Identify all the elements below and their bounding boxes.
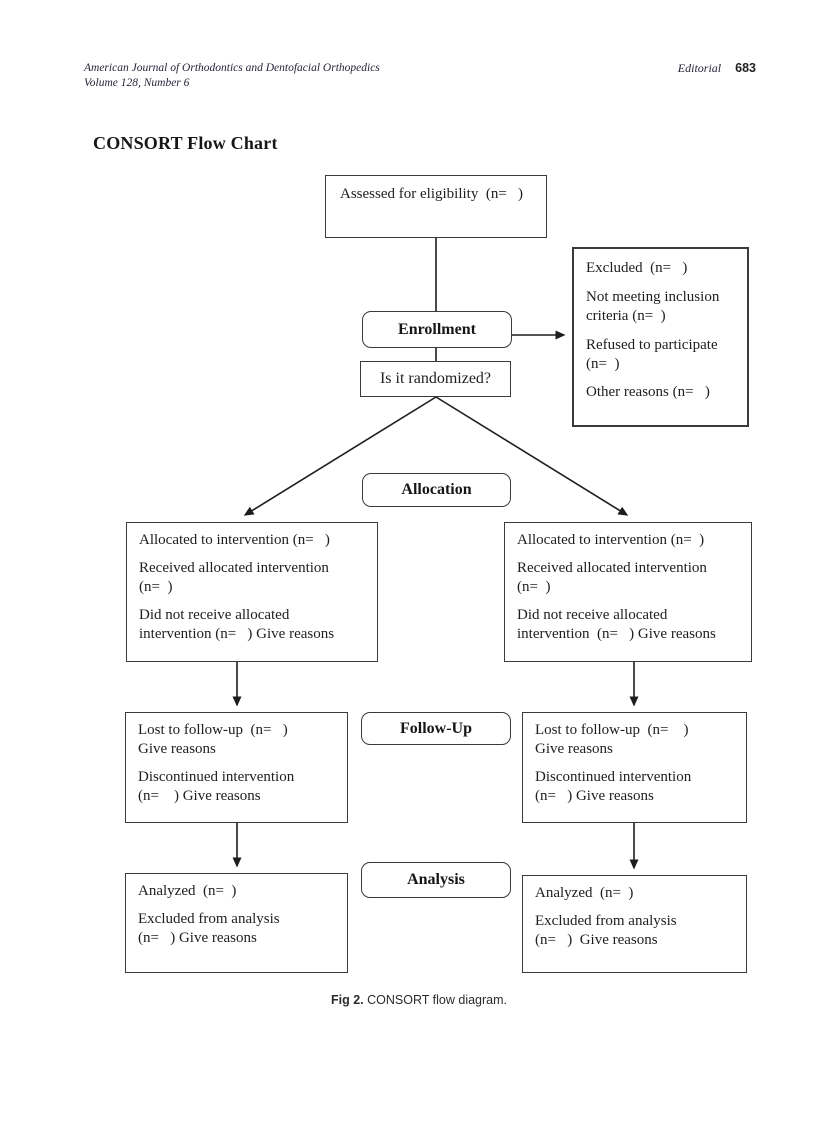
followup-item: Lost to follow-up (n= ) Give reasons: [535, 722, 689, 757]
stage-allocation: Allocation: [362, 473, 511, 507]
assessed-text: Assessed for eligibility (n= ): [340, 186, 524, 202]
analysis-item: Excluded from analysis (n= ) Give reason…: [535, 912, 677, 948]
analysis-left-box: Analyzed (n= ) Excluded from analysis (n…: [125, 873, 348, 973]
figure-caption-label: Fig 2.: [331, 993, 364, 1007]
followup-right-box: Lost to follow-up (n= ) Give reasons Dis…: [522, 712, 747, 823]
excluded-item: Excluded (n= ): [586, 260, 688, 276]
followup-item: Discontinued intervention (n= ) Give rea…: [535, 768, 692, 804]
allocation-item: Allocated to intervention (n= ): [139, 532, 330, 548]
figure-caption-text: CONSORT flow diagram.: [367, 993, 507, 1007]
excluded-item: Other reasons (n= ): [586, 384, 710, 401]
stage-analysis: Analysis: [361, 862, 511, 898]
section-label: Editorial: [677, 61, 722, 75]
followup-left-box: Lost to follow-up (n= ) Give reasons Dis…: [125, 712, 348, 823]
page-number: 683: [735, 61, 756, 75]
allocation-item: Received allocated intervention (n= ): [517, 559, 707, 595]
excluded-item: Not meeting inclusion criteria (n= ): [586, 288, 720, 324]
journal-running-head: American Journal of Orthodontics and Den…: [84, 61, 380, 91]
journal-name: American Journal of Orthodontics and Den…: [84, 62, 380, 74]
allocation-item: Did not receive allocated intervention (…: [139, 606, 335, 642]
allocation-item: Received allocated intervention (n= ): [139, 559, 329, 595]
analysis-right-box: Analyzed (n= ) Excluded from analysis (n…: [522, 875, 747, 973]
analysis-item: Analyzed (n= ): [138, 883, 237, 899]
allocation-left-box: Allocated to intervention (n= ) Received…: [126, 522, 378, 662]
allocation-item: Allocated to intervention (n= ): [517, 532, 705, 548]
analysis-item: Excluded from analysis (n= ) Give reason…: [138, 910, 280, 946]
excluded-item: Refused to participate (n= ): [586, 336, 718, 372]
assessed-eligibility-box: Assessed for eligibility (n= ): [325, 175, 547, 238]
journal-volume: Volume 128, Number 6: [84, 77, 190, 90]
analysis-item: Analyzed (n= ): [535, 885, 634, 901]
followup-item: Lost to follow-up (n= ) Give reasons: [138, 722, 288, 757]
figure-title: CONSORT Flow Chart: [93, 133, 278, 153]
figure-caption: Fig 2. CONSORT flow diagram.: [0, 993, 838, 1007]
stage-followup: Follow-Up: [361, 712, 511, 745]
followup-item: Discontinued intervention (n= ) Give rea…: [138, 768, 295, 804]
stage-enrollment: Enrollment: [362, 311, 512, 348]
allocation-item: Did not receive allocated intervention (…: [517, 606, 716, 642]
excluded-box: Excluded (n= ) Not meeting inclusion cri…: [572, 247, 749, 427]
randomized-box: Is it randomized?: [360, 361, 511, 397]
allocation-right-box: Allocated to intervention (n= ) Received…: [504, 522, 752, 662]
page-header-right: Editorial 683: [678, 61, 756, 76]
